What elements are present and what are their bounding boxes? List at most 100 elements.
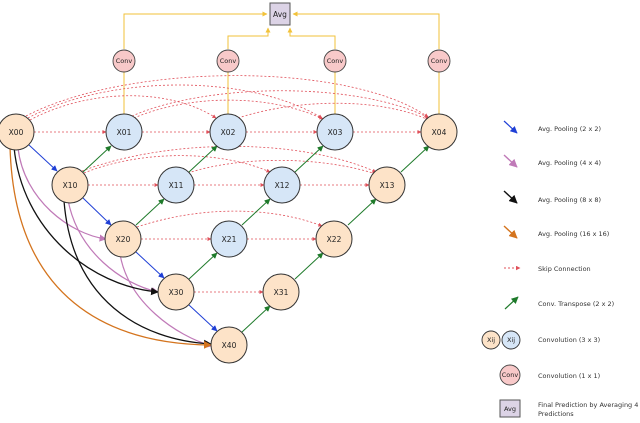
pool16-arrows: [9, 145, 212, 349]
up-x12-x03: [294, 145, 324, 173]
legend-skip-label: Skip Connection: [538, 265, 591, 273]
skip-x00-x03: [27, 84, 323, 119]
legend-conv11-label: Convolution (1 x 1): [538, 372, 600, 380]
avg-line-conv1: [123, 11, 268, 49]
node-x03: X03: [316, 113, 354, 151]
node-x02: X02: [209, 113, 247, 151]
node-x21: X21: [210, 220, 248, 258]
up-x20-x11: [135, 198, 165, 226]
pool2-x00-x10: [28, 144, 58, 172]
legend-pool2-label: Avg. Pooling (2 x 2): [538, 125, 601, 133]
node-x20-label: X20: [116, 235, 131, 244]
skip-x01-x03: [133, 99, 324, 120]
legend-node-sample-blue: Xij: [507, 336, 515, 344]
avg-line-conv4: [292, 11, 440, 49]
node-x04-label: X04: [432, 128, 447, 137]
conv-node-1-label: Conv: [116, 57, 133, 65]
node-x04: X04: [420, 113, 458, 151]
node-x02-label: X02: [221, 128, 236, 137]
skip-x11-x13: [187, 159, 377, 175]
legend-pool8-label: Avg. Pooling (8 x 8): [538, 196, 601, 204]
conv-node-2: Conv: [216, 49, 240, 73]
node-x40: X40: [210, 326, 248, 364]
node-x03-label: X03: [328, 128, 343, 137]
legend-pool16-label: Avg. Pooling (16 x 16): [538, 230, 609, 238]
node-x01: X01: [105, 113, 143, 151]
pool2-x30-x40: [188, 304, 218, 332]
pool8-x00-x30: [13, 146, 159, 296]
pool2-arrows: [28, 144, 218, 332]
up-x30-x21: [188, 252, 218, 280]
transpose-arrows: [82, 145, 430, 333]
avg-box: Avg: [269, 2, 291, 26]
legend-conv33: Xij Xij Convolution (3 x 3): [481, 330, 600, 350]
legend-transpose: Conv. Transpose (2 x 2): [504, 296, 614, 310]
skip-x01-x04: [131, 90, 430, 119]
legend-pool4-label: Avg. Pooling (4 x 4): [538, 159, 601, 167]
avg-box-label: Avg: [273, 10, 287, 19]
pool4-x10-x30: [67, 199, 159, 295]
legend-avg: Avg Final Prediction by Averaging 4 Pred…: [499, 399, 638, 418]
up-x13-x04: [400, 145, 430, 173]
up-x10-x01: [82, 145, 112, 173]
legend-avg-sample: Avg: [504, 405, 516, 413]
legend-conv11: Conv Convolution (1 x 1): [499, 364, 600, 386]
legend-conv-sample: Conv: [502, 371, 519, 379]
node-x22: X22: [315, 220, 353, 258]
skip-x00-x02: [29, 95, 217, 121]
avg-line-conv2: [227, 27, 271, 49]
skip-connections: [25, 75, 430, 294]
legend-pool8: Avg. Pooling (8 x 8): [503, 190, 601, 204]
pool8-x10-x40: [63, 200, 212, 348]
conv-node-4-label: Conv: [431, 57, 448, 65]
node-x10-label: X10: [63, 181, 78, 190]
node-x40-label: X40: [222, 341, 237, 350]
conv-node-1: Conv: [112, 49, 136, 73]
conv-node-3: Conv: [323, 49, 347, 73]
pool4-x20-x40: [119, 253, 213, 348]
skip-x02-x04: [237, 102, 430, 121]
node-x21-label: X21: [222, 235, 237, 244]
skip-x20-x22: [136, 210, 323, 228]
node-x00: X00: [0, 113, 35, 151]
node-x01-label: X01: [117, 128, 132, 137]
pool2-x10-x20: [82, 197, 112, 226]
legend-conv33-label: Convolution (3 x 3): [538, 336, 600, 344]
conv-node-2-label: Conv: [220, 57, 237, 65]
legend-avg-label-line2: Predictions: [538, 410, 574, 418]
pool16-x00-x40: [9, 145, 212, 349]
node-x11: X11: [157, 166, 195, 204]
node-x13-label: X13: [380, 181, 395, 190]
node-x10: X10: [51, 166, 89, 204]
node-x20: X20: [104, 220, 142, 258]
node-x30-label: X30: [169, 288, 184, 297]
pool4-arrows: [17, 147, 213, 348]
skip-x00-x04: [25, 75, 429, 118]
legend-transpose-label: Conv. Transpose (2 x 2): [538, 300, 614, 308]
pool4-x00-x20: [17, 147, 107, 242]
pool2-x20-x30: [135, 251, 165, 279]
avg-connectors: [123, 11, 440, 116]
up-x31-x22: [294, 252, 324, 280]
legend-pool2: Avg. Pooling (2 x 2): [503, 120, 601, 134]
legend-skip: Skip Connection: [504, 265, 591, 273]
up-x40-x31: [241, 305, 271, 333]
node-x00-label: X00: [9, 128, 24, 137]
node-x12: X12: [263, 166, 301, 204]
skip-x10-x12: [83, 155, 271, 174]
up-x11-x02: [188, 145, 218, 173]
legend: Avg. Pooling (2 x 2) Avg. Pooling (4 x 4…: [481, 120, 638, 418]
legend-avg-label-line1: Final Prediction by Averaging 4: [538, 401, 638, 409]
legend-node-sample-orange: Xij: [487, 336, 495, 344]
up-x21-x12: [241, 198, 271, 226]
conv-node-4: Conv: [427, 49, 451, 73]
skip-x10-x13: [81, 145, 377, 173]
pool8-arrows: [13, 146, 212, 348]
legend-pool4: Avg. Pooling (4 x 4): [503, 154, 601, 168]
node-x30: X30: [157, 273, 195, 311]
conv-node-3-label: Conv: [327, 57, 344, 65]
node-x22-label: X22: [327, 235, 342, 244]
node-x12-label: X12: [275, 181, 290, 190]
